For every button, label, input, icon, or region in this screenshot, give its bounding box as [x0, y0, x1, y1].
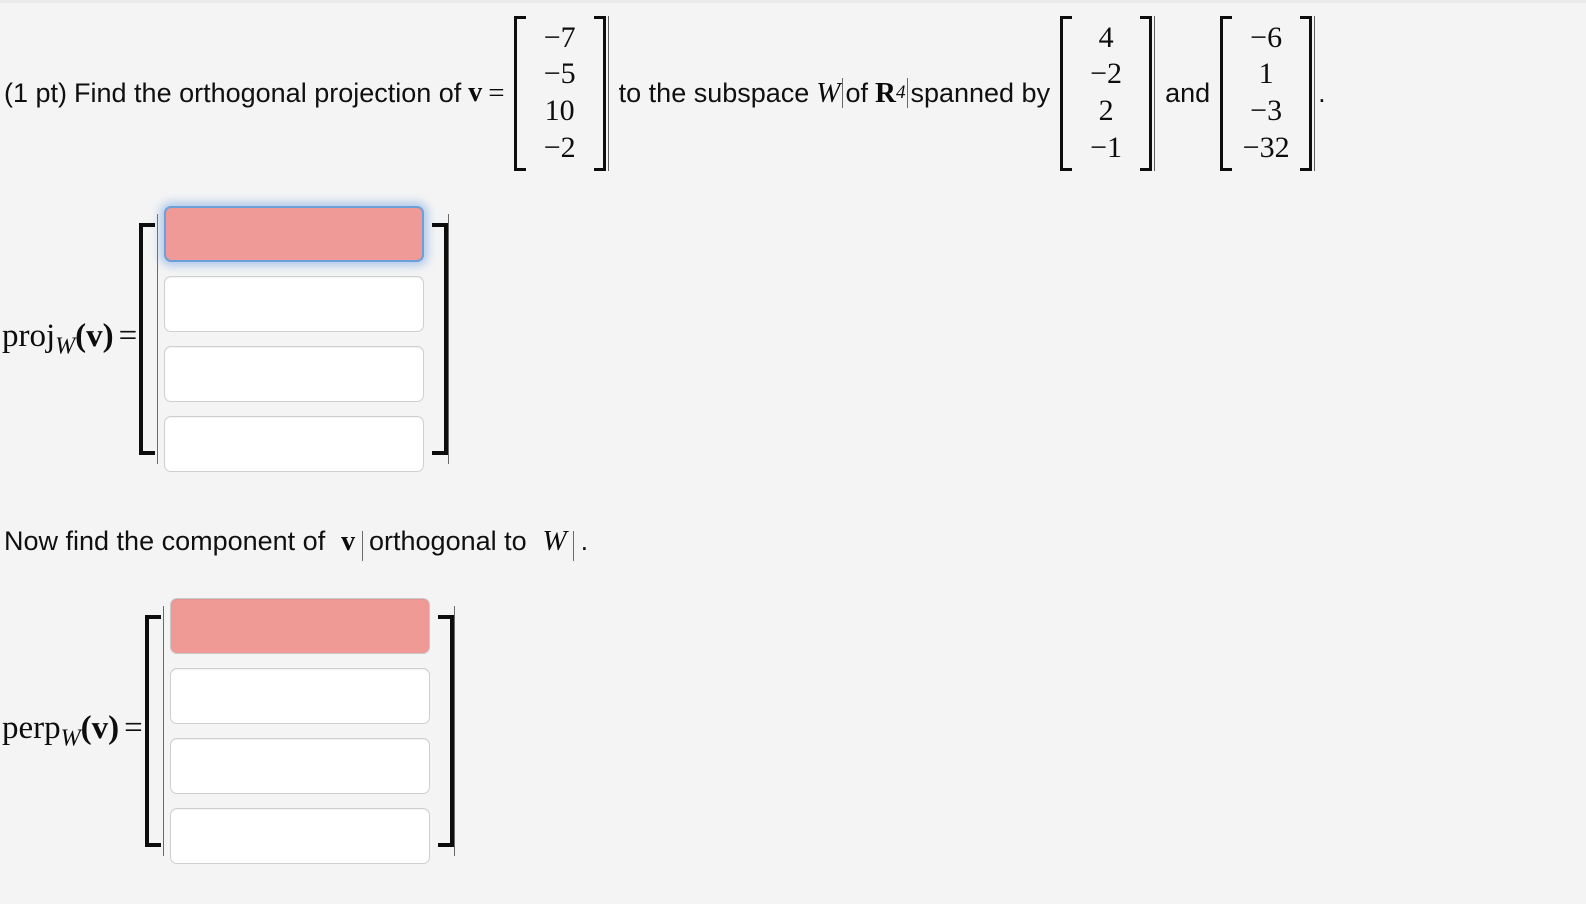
- span1-entries: 4 −2 2 −1: [1074, 16, 1138, 171]
- conjunction-and: and: [1165, 77, 1211, 108]
- equals-sign: =: [488, 76, 505, 109]
- left-bracket: [1220, 15, 1234, 171]
- v-column-vector: −7 −5 10 −2: [513, 15, 609, 171]
- projection-input-2[interactable]: [164, 276, 425, 332]
- span-vector-2: −6 1 −3 −32: [1220, 15, 1316, 171]
- span1-entry-2: −2: [1090, 57, 1123, 91]
- instruction-period: .: [580, 526, 589, 556]
- vector-edge-rule: [1154, 15, 1156, 171]
- instruction-text-b: orthogonal to: [369, 526, 527, 556]
- perpendicular-input-3[interactable]: [169, 738, 430, 794]
- projection-field-column: [158, 206, 430, 472]
- field-edge-rule: [907, 78, 909, 108]
- points-tag: (1 pt): [4, 77, 68, 108]
- perpendicular-label-argument: (v): [80, 709, 120, 746]
- v-entry-3: 10: [544, 94, 575, 128]
- problem-lead-text: Find the orthogonal projection of: [74, 77, 462, 108]
- span2-entries: −6 1 −3 −32: [1234, 16, 1298, 171]
- subspace-w-symbol: W: [816, 76, 841, 109]
- problem-statement: (1 pt) Find the orthogonal projection of…: [4, 8, 1326, 178]
- span2-entry-4: −32: [1242, 130, 1290, 164]
- matrix-right-bracket: [430, 223, 449, 455]
- instruction-subspace-symbol: W: [542, 525, 567, 557]
- span1-entry-3: 2: [1098, 94, 1114, 128]
- perpendicular-label: perpW(v)=: [2, 710, 145, 753]
- projection-input-3[interactable]: [164, 346, 425, 402]
- projection-input-4[interactable]: [164, 416, 425, 472]
- instruction-line: Now find the component of v orthogonal t…: [4, 525, 588, 561]
- projection-label: projW(v)=: [2, 318, 139, 361]
- field-exponent: 4: [895, 82, 906, 103]
- perpendicular-equals: =: [124, 709, 143, 746]
- of-text: of: [845, 77, 868, 108]
- perpendicular-input-4[interactable]: [169, 808, 430, 864]
- projection-answer-group: projW(v)=: [2, 206, 450, 472]
- right-bracket: [1138, 15, 1153, 171]
- matrix-right-edge-rule: [453, 606, 455, 856]
- instruction-text-a: Now find the component of: [4, 526, 326, 556]
- matrix-right-edge-rule: [448, 214, 450, 464]
- perpendicular-answer-group: perpW(v)=: [2, 598, 455, 864]
- trailing-period: .: [1318, 77, 1326, 108]
- matrix-left-edge-rule: [157, 214, 159, 464]
- v-entry-2: −5: [543, 57, 576, 91]
- projection-matrix: [139, 206, 450, 472]
- subspace-lead-text: to the subspace: [618, 77, 810, 108]
- matrix-left-bracket: [139, 223, 157, 455]
- v-entry-4: −2: [543, 130, 576, 164]
- v-entry-1: −7: [543, 20, 576, 54]
- left-bracket: [1060, 15, 1074, 171]
- perpendicular-input-2[interactable]: [169, 668, 430, 724]
- matrix-right-bracket: [436, 615, 454, 847]
- perpendicular-field-column: [164, 598, 436, 864]
- vector-edge-rule: [607, 15, 609, 171]
- projection-label-subscript: W: [55, 333, 76, 360]
- projection-input-1[interactable]: [164, 206, 425, 262]
- projection-label-main: proj: [2, 317, 56, 354]
- projection-equals: =: [118, 317, 138, 354]
- span1-entry-4: −1: [1090, 130, 1123, 164]
- span1-entry-1: 4: [1098, 20, 1114, 54]
- right-bracket: [1298, 15, 1313, 171]
- perpendicular-matrix: [144, 598, 455, 864]
- projection-label-argument: (v): [75, 317, 114, 354]
- span-vector-1: 4 −2 2 −1: [1060, 15, 1156, 171]
- matrix-left-edge-rule: [162, 606, 164, 856]
- instruction-vector-symbol: v: [341, 526, 356, 557]
- field-r-symbol: R: [875, 76, 896, 109]
- v-entries: −7 −5 10 −2: [528, 16, 592, 171]
- perpendicular-label-subscript: W: [60, 725, 81, 752]
- instruction-edge-rule-1: [361, 530, 363, 561]
- matrix-left-bracket: [144, 615, 163, 847]
- symbol-edge-rule: [842, 78, 844, 108]
- perpendicular-label-main: perp: [2, 709, 61, 746]
- spanned-by-text: spanned by: [910, 77, 1051, 108]
- span2-entry-2: 1: [1258, 57, 1274, 91]
- right-bracket: [592, 15, 606, 171]
- perpendicular-input-1[interactable]: [169, 598, 430, 654]
- top-divider: [0, 0, 1586, 3]
- instruction-edge-rule-2: [573, 530, 575, 561]
- left-bracket: [513, 15, 528, 171]
- vector-edge-rule: [1314, 15, 1316, 171]
- span2-entry-1: −6: [1250, 20, 1283, 54]
- vector-v-symbol: v: [468, 77, 483, 108]
- span2-entry-3: −3: [1250, 94, 1283, 128]
